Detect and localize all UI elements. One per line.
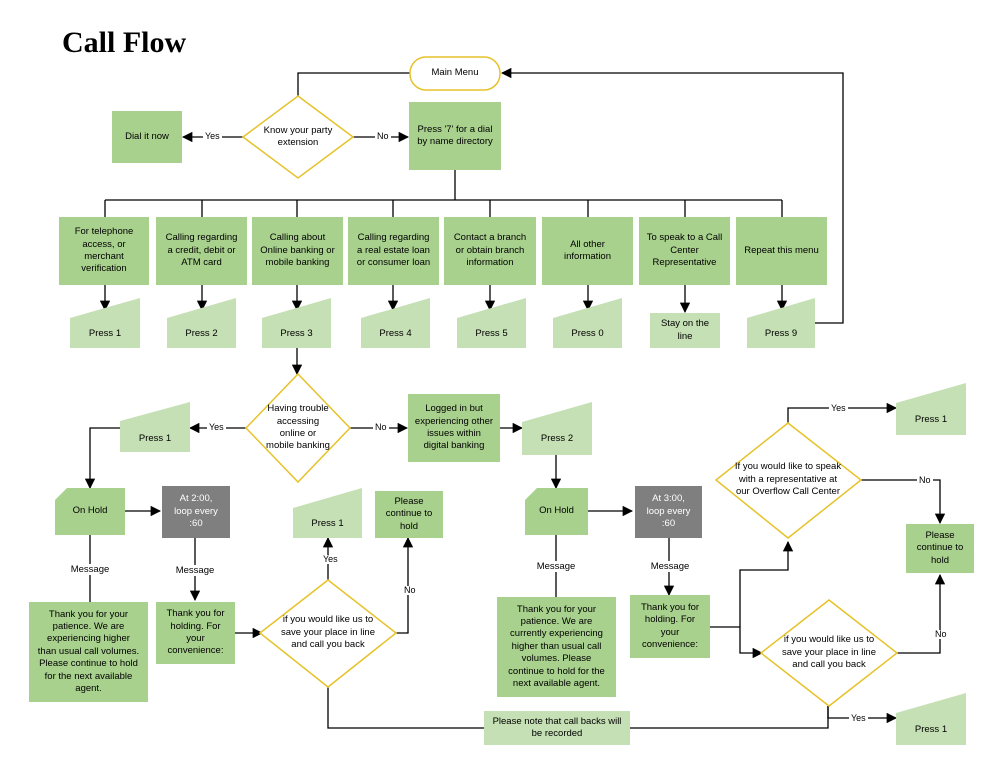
menu-option-box: All other information	[542, 217, 633, 285]
press-label: Press 0	[571, 327, 604, 339]
press-label: Press 5	[475, 327, 508, 339]
know-extension-decision: Know your party extension	[263, 124, 333, 148]
stay-on-line-box: Stay on the line	[650, 313, 720, 348]
menu-option-box: Calling regarding a credit, debit or ATM…	[156, 217, 247, 285]
menu-option-box: For telephone access, or merchant verifi…	[59, 217, 149, 285]
loop-timer-box: At 2:00, loop every :60	[162, 486, 230, 538]
menu-option-box: To speak to a Call Center Representative	[639, 217, 730, 285]
logged-in-box: Logged in but experiencing other issues …	[408, 394, 500, 462]
message-label: Message	[64, 564, 116, 576]
continue-hold-box: Please continue to hold	[906, 524, 974, 573]
press-label: Press 2	[185, 327, 218, 339]
on-hold-node: On Hold	[539, 505, 574, 517]
yes-label: Yes	[321, 554, 340, 564]
yes-label: Yes	[203, 131, 222, 141]
overflow-decision: If you would like to speak with a repres…	[734, 461, 842, 498]
menu-option-box: Calling regarding a real estate loan or …	[348, 217, 439, 285]
press-label: Press 1	[138, 432, 172, 444]
press-label: Press 4	[379, 327, 412, 339]
press7-box: Press '7' for a dial by name directory	[409, 102, 501, 170]
yes-label: Yes	[849, 713, 868, 723]
press-label: Press 2	[540, 432, 574, 444]
continue-hold-box: Please continue to hold	[375, 491, 443, 538]
yes-label: Yes	[207, 422, 226, 432]
press-label: Press 1	[914, 413, 948, 425]
press-label: Press 3	[280, 327, 313, 339]
patience-message-box: Thank you for your patience. We are expe…	[29, 602, 148, 702]
message-label: Message	[644, 561, 696, 573]
recorded-note-box: Please note that call backs will be reco…	[484, 711, 630, 745]
menu-option-box: Calling about Online banking or mobile b…	[252, 217, 343, 285]
holding-message-box: Thank you for holding. For your convenie…	[630, 595, 710, 658]
no-label: No	[375, 131, 391, 141]
loop-timer-box: At 3:00, loop every :60	[635, 486, 702, 538]
trouble-decision: Having trouble accessing online or mobil…	[266, 403, 330, 452]
message-label: Message	[530, 561, 582, 573]
press-label: Press 1	[88, 327, 122, 339]
on-hold-node: On Hold	[72, 505, 108, 517]
message-label: Message	[169, 565, 221, 577]
press-label: Press 9	[764, 327, 798, 339]
main-menu-node: Main Menu	[431, 67, 479, 79]
press-label: Press 1	[914, 723, 948, 735]
callback-decision: if you would like us to save your place …	[281, 614, 375, 651]
no-label: No	[402, 585, 418, 595]
no-label: No	[933, 629, 949, 639]
no-label: No	[917, 475, 933, 485]
callback-decision: if you would like us to save your place …	[782, 634, 876, 671]
page-title: Call Flow	[62, 26, 187, 59]
menu-option-box: Repeat this menu	[736, 217, 827, 285]
press-label: Press 1	[311, 517, 344, 529]
menu-option-box: Contact a branch or obtain branch inform…	[444, 217, 536, 285]
patience-message-box: Thank you for your patience. We are curr…	[497, 597, 616, 697]
no-label: No	[373, 422, 389, 432]
holding-message-box: Thank you for holding. For your convenie…	[156, 602, 235, 664]
yes-label: Yes	[829, 403, 848, 413]
dial-it-now-box: Dial it now	[112, 111, 182, 163]
